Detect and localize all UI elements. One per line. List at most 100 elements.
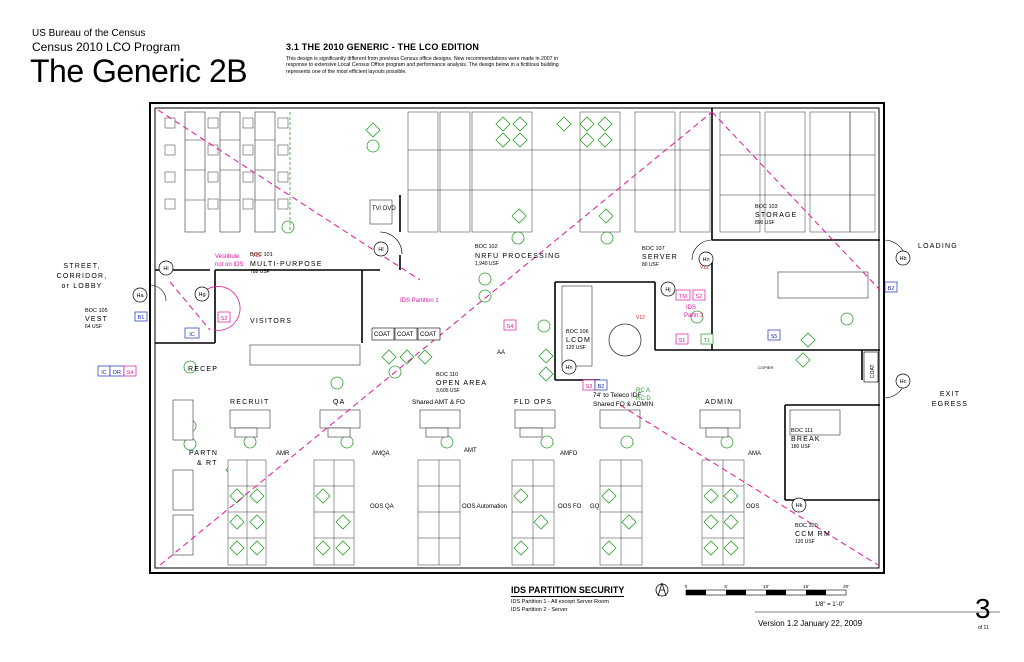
shared-fo-admin-label: Shared FO & ADMIN [593,401,654,408]
storage-area: 890 USF [755,220,775,226]
tag-hl: Hl [378,247,383,253]
tag-hn-lcom: Hn [565,365,572,371]
room-labels: BOC 101 MULTI-PURPOSE 788 USF BOC 102 NR… [85,204,830,545]
v12-label-server: V12 [700,265,709,271]
tag-hi: Hi [163,266,168,272]
v12-label: V12 [252,253,261,259]
lcom-name: LCOM [566,337,591,344]
interior-walls [155,108,880,501]
gq-label: GQ [590,504,600,510]
tag-hj: Hj [665,287,670,293]
tag-s2-vest: S2 [221,316,228,322]
admin-label: ADMIN [705,399,734,406]
oos-label: OOS [746,504,759,510]
aa-label: AA [497,350,505,356]
street-label-2: CORRIDOR, [57,273,108,280]
tag-b2-lcom: B2 [598,384,605,390]
north-arrow-icon [655,582,669,597]
server-code: BOC 107 [642,246,665,252]
tag-b1: B1 [138,315,145,321]
tag-hn: Hn [702,257,709,263]
page-number: 3 [975,593,991,624]
conference-table [608,323,642,357]
page-count: of 11 [978,625,989,631]
pod-markers [229,488,739,556]
tag-t1: T1 [704,338,710,344]
tag-b2: B2 [888,286,895,292]
tag-ha: Ha [136,293,144,299]
pod-dividers [228,460,744,565]
legend-line-1: IDS Partition 1 - All except Server Room [511,599,609,605]
tag-s5: S5 [771,334,778,340]
vest-code: BOC 105 [85,308,108,314]
break-code: BOC 111 [791,428,813,434]
organization-label: US Bureau of the Census [32,28,146,39]
fld-ops-label: FLD OPS [514,399,552,406]
nrfu-area: 1,940 USF [475,261,499,267]
multipurpose-name: MULTI-PURPOSE [250,261,323,268]
manager-desks [172,271,869,556]
exit-label-2: EGRESS [932,401,968,408]
interior-wall-line [154,107,880,569]
recruit-label: RECRUIT [230,399,270,406]
tag-s1: S1 [679,338,686,344]
rca-label: RC A [636,388,650,394]
shared-amt-fo-label: Shared AMT & FO [412,399,465,406]
multipurpose-area: 788 USF [250,269,270,275]
section-heading: 3.1 THE 2010 GENERIC - THE LCO EDITION [286,42,480,52]
amqa-label: AMQA [372,451,390,457]
coat-label-4: COAT [870,364,876,378]
vest-name: VEST [85,316,108,323]
ids-partition-2-label-1: IDS [686,305,696,311]
server-area: 80 USF [642,262,659,268]
street-label-1: STREET, [63,263,100,270]
scale-tick-10: 10' [763,584,769,589]
legend-line-2: IDS Partition 2 - Server [511,607,568,613]
tag-ic: IC [101,370,107,376]
section-description: This design is significantly different f… [286,56,559,75]
tag-ic-recep: IC [189,332,195,338]
tag-hb: Hb [899,256,906,262]
exterior-wall [149,102,885,574]
ids-partition-1-label: IDS Partition 1 [400,298,439,304]
recep-label: RECEP [188,366,218,373]
partn-rt-label: & RT [197,460,218,467]
scale-tick-5: 5' [724,584,728,589]
multipurpose-desks [164,111,393,233]
tag-s4-lcom: S4 [507,324,514,330]
tag-s3: S3 [586,384,593,390]
program-label: Census 2010 LCO Program [32,40,181,54]
lcom-area: 120 USF [566,345,586,351]
coat-label-3: COAT [420,332,437,338]
rcd-label: RC D [636,396,651,402]
break-name: BREAK [791,436,821,443]
oos-qa-label: OOS QA [370,504,394,510]
nrfu-workstations [407,111,876,233]
hardware-tags: Ha Hi Hg Hl Hn Hn Hj Hb Hc Hk [132,241,911,513]
amt-label: AMT [464,448,477,454]
open-area-code: BOC 110 [436,372,458,378]
zone-labels: VISITORS RECEP RECRUIT QA Shared AMT & F… [188,206,773,510]
vestibule-note-2: not on IDS [215,262,243,268]
tag-dr: DR [113,370,121,376]
tag-hk: Hk [796,503,803,509]
workstation-pods [227,459,745,566]
coat-label-1: COAT [374,332,391,338]
tv-dvd-label: TV/ DVD [372,206,396,212]
security-annotations: Vestibule not on IDS IDS Partition 1 IDS… [205,253,709,402]
copier-label: COPIER [758,365,773,370]
street-label-3: or LOBBY [61,283,102,290]
ccm-code: BOC 100 [795,523,818,529]
server-name: SERVER [642,254,678,261]
ccm-area: 120 USF [795,539,815,545]
nrfu-name: NRFU PROCESSING [475,253,561,260]
coat-label-2: COAT [397,332,414,338]
ids-partition-2-label-2: Partn 2 [684,313,704,319]
qa-label: QA [333,399,346,406]
scale-tick-20: 20' [843,584,849,589]
partn-label: PARTN [189,450,218,457]
vest-area: 64 USF [85,324,102,330]
tag-s2: S2 [696,294,703,300]
amfo-label: AMFO [560,451,578,457]
